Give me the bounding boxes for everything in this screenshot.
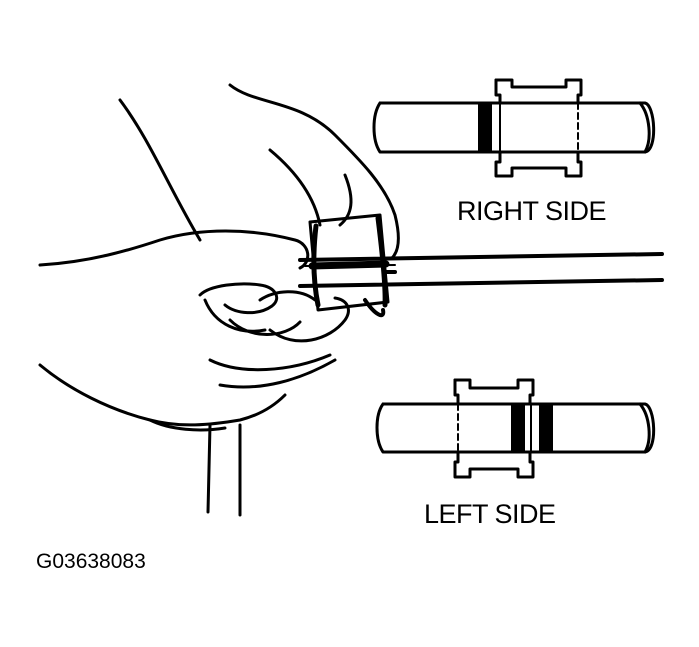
stabilizer-bar	[300, 254, 662, 286]
left-side-inset	[377, 380, 654, 477]
hand-illustration	[40, 85, 398, 515]
right-side-inset	[374, 80, 654, 176]
bushing-in-hand	[310, 215, 395, 315]
left-side-label: LEFT SIDE	[424, 499, 556, 529]
right-side-label: RIGHT SIDE	[457, 196, 607, 226]
figure-id: G03638083	[36, 550, 146, 573]
